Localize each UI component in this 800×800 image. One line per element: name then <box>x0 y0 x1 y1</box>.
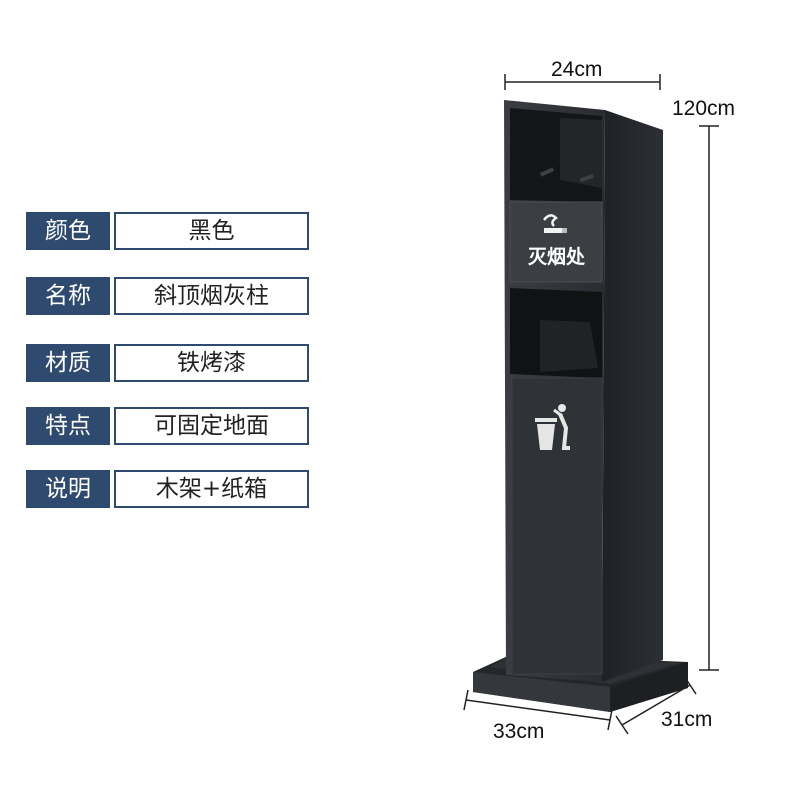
height-dimension-line <box>699 125 719 671</box>
base-depth-label: 31cm <box>661 708 713 731</box>
spec-value: 铁烤漆 <box>114 344 309 382</box>
spec-label: 名称 <box>26 277 110 315</box>
spec-label: 特点 <box>26 407 110 445</box>
smoking-icon <box>543 214 567 233</box>
side-panel <box>602 110 663 682</box>
spec-row-color: 颜色 黑色 <box>26 212 309 250</box>
base-width-label: 33cm <box>493 720 545 743</box>
spec-row-note: 说明 木架+纸箱 <box>26 470 309 508</box>
height-label: 120cm <box>672 97 736 120</box>
spec-label: 颜色 <box>26 212 110 250</box>
width-dimension-line <box>504 74 661 90</box>
front-body <box>504 100 605 682</box>
spec-row-feature: 特点 可固定地面 <box>26 407 309 445</box>
panel-text: 灭烟处 <box>528 246 586 268</box>
base-depth-dimension-line <box>615 675 697 735</box>
spec-row-material: 材质 铁烤漆 <box>26 344 309 382</box>
spec-value: 黑色 <box>114 212 309 250</box>
spec-label: 材质 <box>26 344 110 382</box>
spec-value: 可固定地面 <box>114 407 309 445</box>
spec-value: 木架+纸箱 <box>114 470 309 508</box>
trash-bin-icon <box>535 404 570 450</box>
spec-value: 斜顶烟灰柱 <box>114 277 309 315</box>
width-label: 24cm <box>551 58 603 81</box>
spec-label: 说明 <box>26 470 110 508</box>
spec-row-name: 名称 斜顶烟灰柱 <box>26 277 309 315</box>
base-width-dimension-line <box>463 689 613 731</box>
